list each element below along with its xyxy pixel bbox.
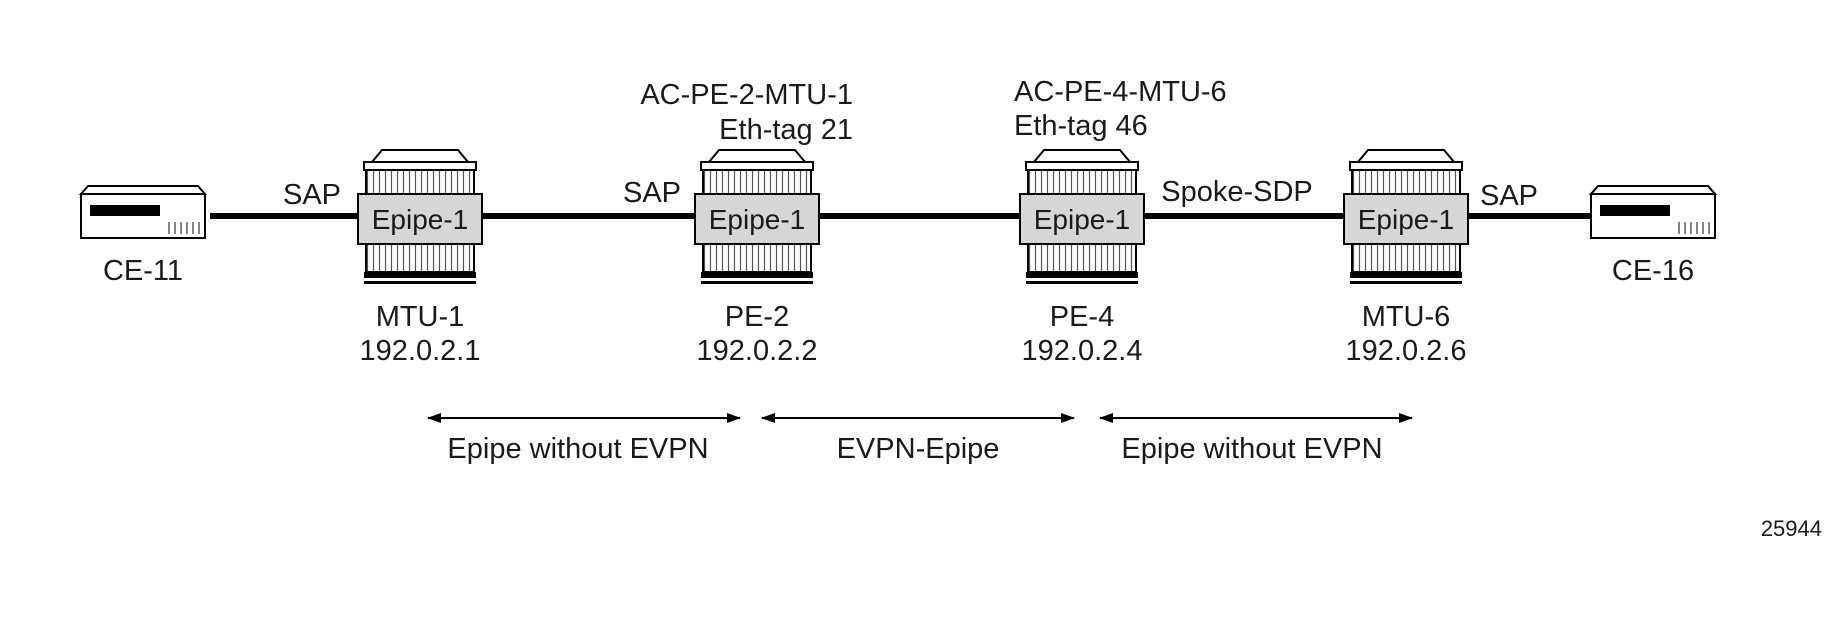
span-label-left: Epipe without EVPN (447, 433, 708, 465)
mtu-1-name: MTU-1 (376, 301, 465, 333)
pe-2-service-label: Epipe-1 (709, 204, 806, 235)
mtu-1-ip: 192.0.2.1 (360, 335, 481, 367)
mtu-6-ip: 192.0.2.6 (1346, 335, 1467, 367)
ce-11-device: CE-11 (80, 185, 206, 287)
pe-4-name: PE-4 (1050, 301, 1114, 333)
pe-4-ac-label: AC-PE-4-MTU-6 (1014, 76, 1227, 108)
mtu-1-router: Epipe-1 MTU-1 192.0.2.1 (357, 149, 483, 367)
figure-id: 25944 (1761, 516, 1822, 541)
pe-2-service-box (694, 193, 820, 245)
mtu-6-name: MTU-6 (1362, 301, 1451, 333)
mtu-1-service-box (357, 193, 483, 245)
mtu-1-service-label: Epipe-1 (372, 204, 469, 235)
ce-11-label: CE-11 (103, 255, 183, 287)
pe-4-eth-tag: Eth-tag 46 (1014, 110, 1148, 142)
mtu-6-service-box (1343, 193, 1469, 245)
span-label-middle: EVPN-Epipe (837, 433, 1000, 465)
pe-2-name: PE-2 (725, 301, 789, 333)
pe-2-eth-tag: Eth-tag 21 (719, 114, 853, 146)
ce-16-device: CE-16 (1590, 185, 1716, 287)
pe-4-service-box (1019, 193, 1145, 245)
sap-label-pe2: SAP (623, 177, 681, 209)
pe-4-service-label: Epipe-1 (1034, 204, 1131, 235)
mtu-6-service-label: Epipe-1 (1358, 204, 1455, 235)
mtu-6-router: Epipe-1 MTU-6 192.0.2.6 (1343, 149, 1469, 367)
ce-device-icon (80, 185, 206, 239)
pe-2-ac-label: AC-PE-2-MTU-1 (640, 79, 853, 111)
pe-4-ip: 192.0.2.4 (1022, 335, 1143, 367)
pe-2-router: Epipe-1 PE-2 192.0.2.2 AC-PE-2-MTU-1 Eth… (640, 79, 853, 367)
ce-device-icon (1590, 185, 1716, 239)
spoke-sdp-label: Spoke-SDP (1161, 176, 1313, 208)
pe-2-ip: 192.0.2.2 (697, 335, 818, 367)
ce-16-label: CE-16 (1612, 255, 1694, 287)
sap-label-ce11: SAP (283, 179, 341, 211)
span-label-right: Epipe without EVPN (1121, 433, 1382, 465)
sap-label-ce16: SAP (1480, 180, 1538, 212)
pe-4-router: Epipe-1 PE-4 192.0.2.4 AC-PE-4-MTU-6 Eth… (1014, 76, 1227, 367)
